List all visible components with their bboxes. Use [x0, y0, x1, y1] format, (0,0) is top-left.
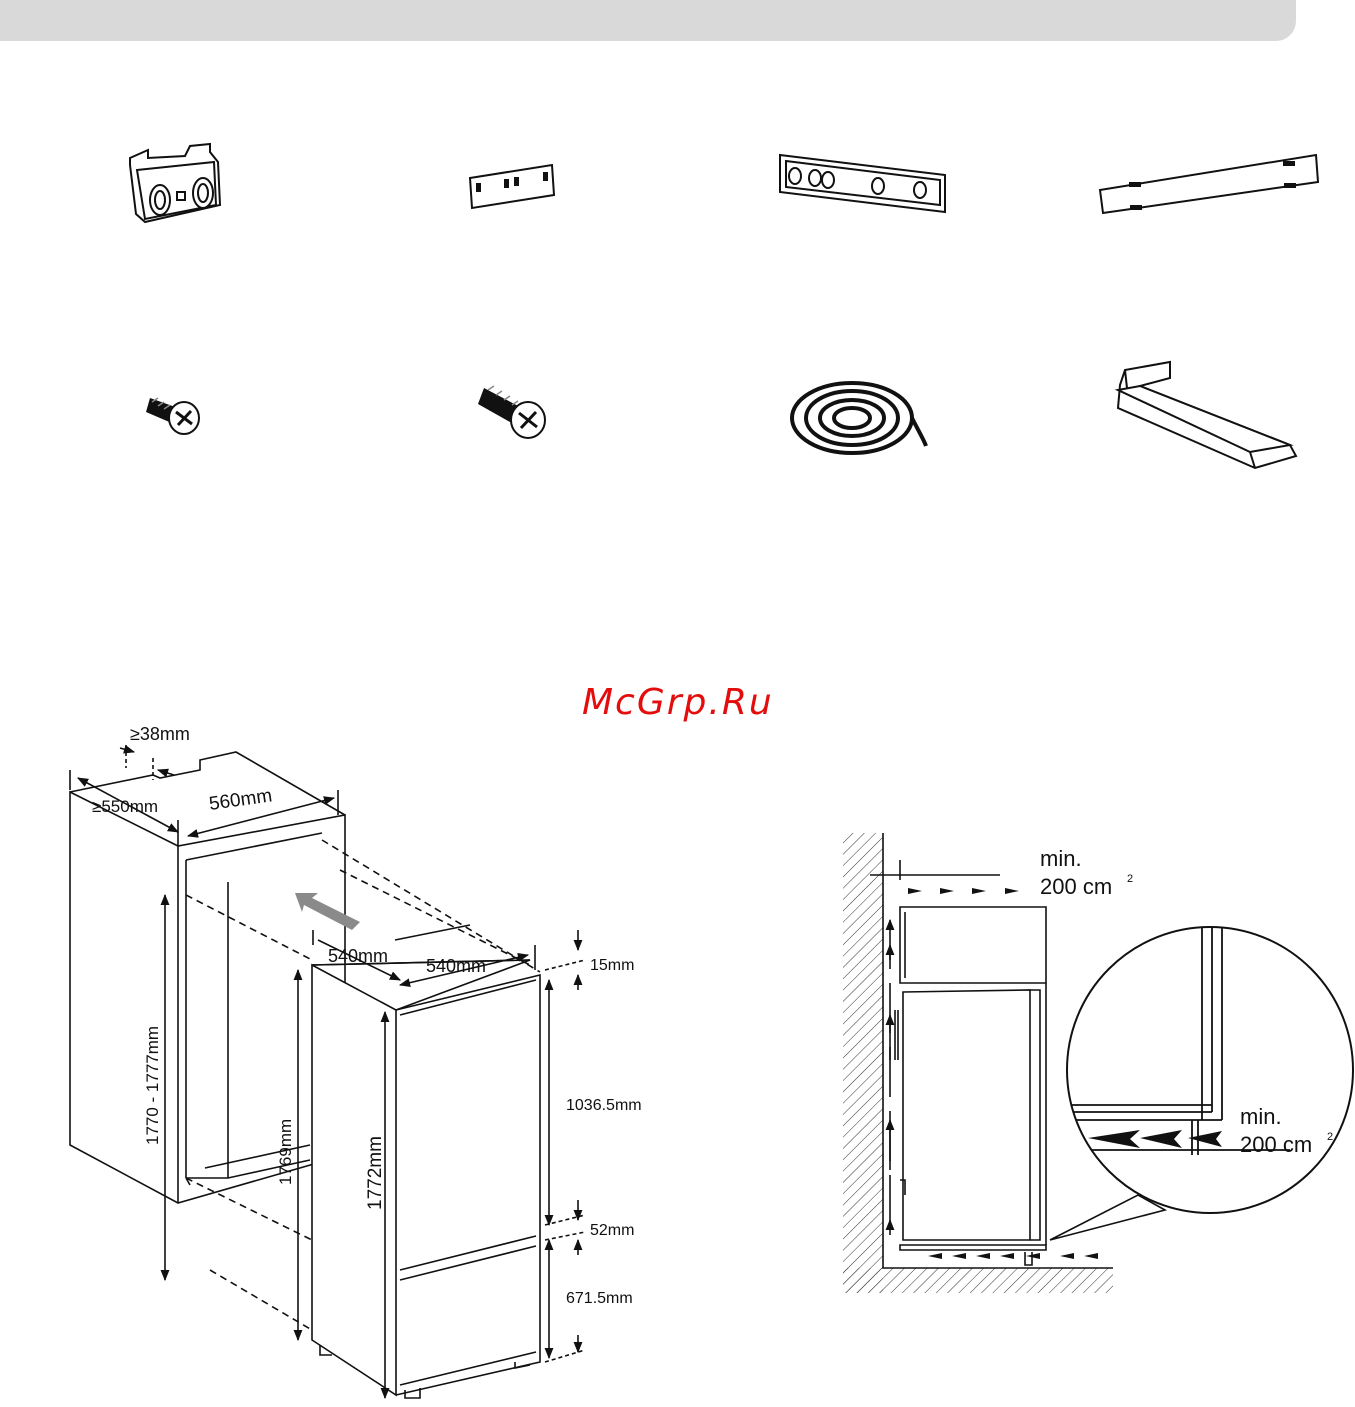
label-upper-door: 1036.5mm	[566, 1097, 642, 1114]
label-unit-depth: 540mm	[328, 946, 388, 966]
label-vent-top-exp: 2	[1127, 873, 1133, 885]
label-vent-bottom-min: min.	[1240, 1104, 1282, 1129]
label-vent-bottom-exp: 2	[1327, 1131, 1333, 1143]
label-lower-door: 671.5mm	[566, 1290, 633, 1307]
label-vent-bottom-value: 200 cm	[1240, 1132, 1312, 1157]
plinth-bracket-icon	[1118, 362, 1296, 468]
short-screw-icon	[146, 398, 199, 434]
label-top-gap: 15mm	[590, 957, 634, 974]
hinge-rail-icon	[780, 155, 945, 212]
label-width: 560mm	[208, 785, 274, 815]
watermark: McGrp.Ru	[582, 682, 774, 723]
small-plate-icon	[470, 165, 554, 208]
insert-direction-arrow	[295, 893, 360, 930]
hinge-bracket-icon	[130, 144, 220, 222]
seal-tape-roll-icon	[792, 383, 926, 453]
label-unit-height-front: 1772mm	[365, 1136, 386, 1210]
label-vent-top-min: min.	[1040, 846, 1082, 871]
long-screw-icon	[478, 386, 545, 438]
label-unit-height-side: 1769mm	[276, 1119, 295, 1185]
cover-strip-icon	[1100, 155, 1318, 213]
ventilation-drawing	[843, 833, 1353, 1293]
label-niche-height: 1770 - 1777mm	[143, 1026, 162, 1145]
label-vent-top-value: 200 cm	[1040, 874, 1112, 899]
label-depth: ≥550mm	[92, 797, 158, 816]
label-unit-width: 540mm	[426, 956, 486, 976]
label-middle-gap: 52mm	[590, 1222, 634, 1239]
label-depth-gap: ≥38mm	[130, 724, 190, 744]
